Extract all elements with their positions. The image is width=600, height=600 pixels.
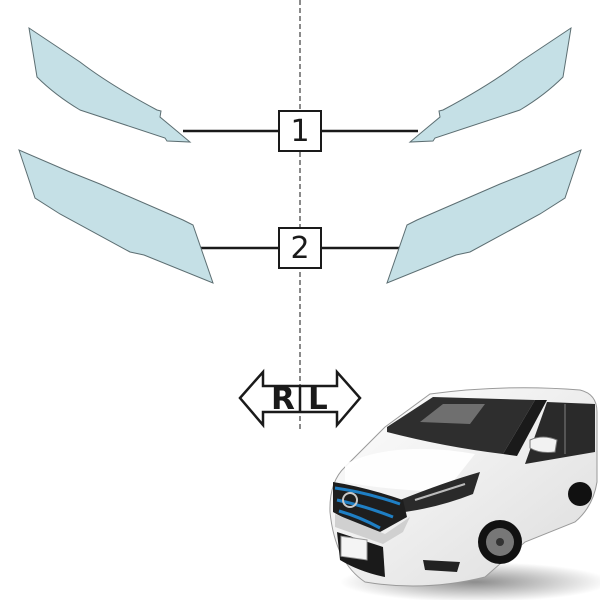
vehicle-emblem: [342, 492, 358, 508]
film-part-2-left-side[interactable]: [386, 149, 582, 284]
vehicle-rear-wheel: [568, 482, 592, 506]
part-label-2: 2: [278, 227, 322, 269]
vehicle-windshield: [387, 397, 535, 454]
film-part-1-right-side[interactable]: [28, 26, 192, 143]
part-label-1-text: 1: [290, 113, 310, 149]
direction-letter-l: L: [308, 381, 328, 417]
vehicle-mirror: [529, 436, 558, 453]
film-part-2-right-side[interactable]: [18, 149, 214, 284]
part-label-2-text: 2: [290, 230, 310, 266]
part-label-1: 1: [278, 110, 322, 152]
direction-letter-r: R: [271, 381, 295, 417]
vehicle-image: [329, 387, 600, 600]
vehicle-grille: [333, 482, 407, 532]
vehicle-license-plate: [340, 535, 368, 561]
film-part-1-left-side[interactable]: [408, 26, 572, 143]
